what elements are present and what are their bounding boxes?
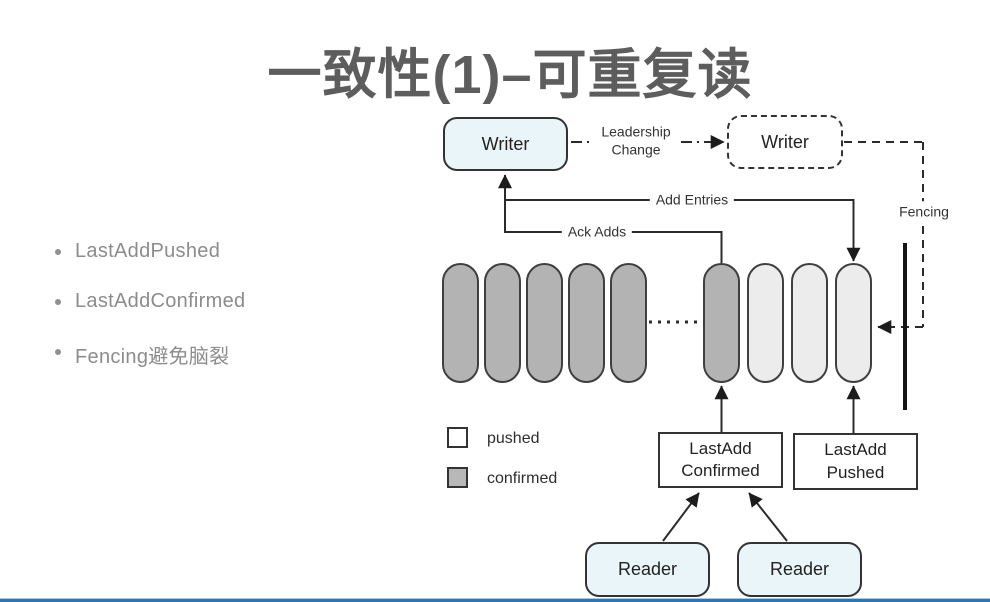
reader1-arrow: [662, 492, 700, 542]
bullet-dot: [55, 349, 61, 355]
entry-capsule-pushed: [835, 263, 872, 383]
entry-capsule-confirmed: [484, 263, 521, 383]
ack-adds-label: Ack Adds: [561, 222, 633, 242]
last-add-pushed-line2: Pushed: [826, 462, 885, 482]
bullet-dot: [55, 249, 61, 255]
slide-bottom-accent-bar: [0, 598, 990, 602]
reader2-arrow: [748, 492, 788, 542]
bullet-dot: [55, 299, 61, 305]
entry-capsule-pushed: [791, 263, 828, 383]
last-add-confirmed-line1: LastAdd: [689, 438, 752, 458]
pushed-swatch: [447, 427, 468, 448]
leadership-change-label-line1: Leadership: [601, 123, 671, 140]
entry-capsule-confirmed: [610, 263, 647, 383]
last-add-pushed-line1: LastAdd: [824, 440, 887, 460]
last-add-confirmed-line2: Confirmed: [681, 461, 760, 480]
bullet-text: LastAddPushed: [75, 240, 221, 262]
bullet-text: Fencing避免脑裂: [75, 346, 230, 368]
entry-capsule-confirmed: [526, 263, 563, 383]
fencing-label: Fencing: [895, 201, 953, 223]
writer-node: Writer: [443, 117, 568, 171]
list-item: LastAddPushed: [55, 240, 245, 263]
list-item: Fencing避免脑裂: [55, 340, 245, 369]
leadership-change-label-line2: Change: [611, 141, 661, 157]
pushed-legend-label: pushed: [487, 430, 540, 447]
entry-capsule-confirmed: [568, 263, 605, 383]
slide-title: 一致性(1)–可重复读: [267, 45, 753, 105]
list-item: LastAddConfirmed: [55, 290, 245, 313]
entry-capsule-pushed: [747, 263, 784, 383]
add-entries-label: Add Entries: [649, 190, 735, 210]
new-writer-node: Writer: [727, 115, 843, 169]
confirmed-legend-label: confirmed: [487, 470, 558, 487]
entries-right-group: [703, 263, 872, 383]
entry-capsule-confirmed: [703, 263, 740, 383]
entries-confirmed-group: [442, 263, 647, 383]
last-add-pushed-box: LastAdd Pushed: [793, 433, 918, 490]
last-add-confirmed-box: LastAdd Confirmed: [658, 432, 783, 488]
confirmed-swatch: [447, 467, 468, 488]
reader2-node: Reader: [737, 542, 862, 597]
leadership-change-label: Leadership Change: [595, 123, 676, 160]
bullet-text: LastAddConfirmed: [75, 290, 246, 312]
bullet-list: LastAddPushed LastAddConfirmed Fencing避免…: [55, 240, 245, 396]
entry-capsule-confirmed: [442, 263, 479, 383]
reader1-node: Reader: [585, 542, 710, 597]
